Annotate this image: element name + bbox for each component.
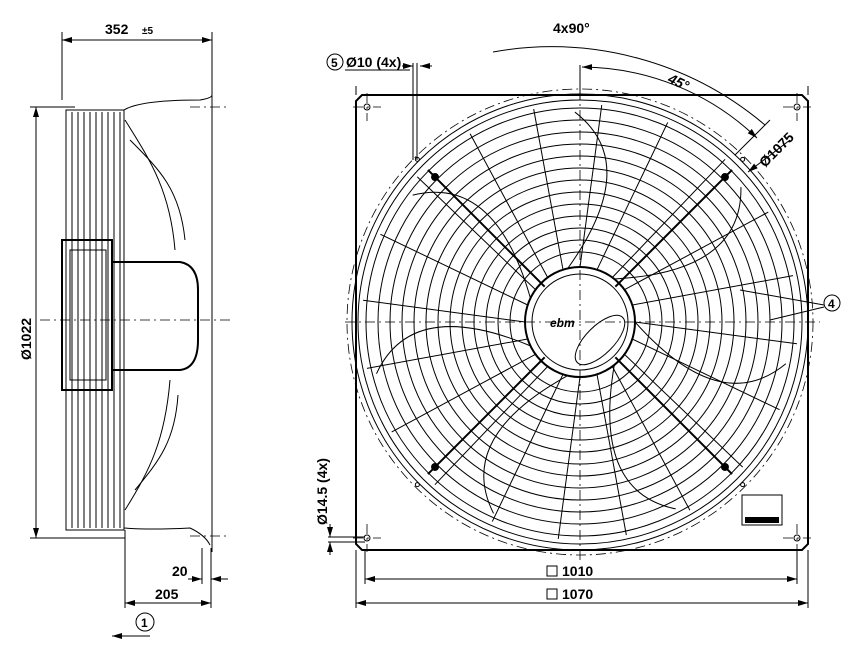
depth-tolerance: ±5: [142, 26, 153, 37]
guard-spoke: [391, 353, 536, 433]
mount-hole: [363, 103, 371, 111]
outer-square-label: 1070: [562, 586, 593, 602]
airflow-marker: 1: [141, 616, 148, 630]
inner-square-label: 1010: [562, 563, 593, 579]
guard-spoke: [611, 158, 726, 278]
guard-spoke: [366, 338, 528, 369]
impeller-blade: [609, 364, 676, 510]
bolt-hole: [414, 482, 420, 488]
guard-spoke: [596, 122, 669, 270]
guard-spoke: [380, 233, 528, 306]
guard-marker: 4: [828, 297, 835, 311]
guard-spoke: [596, 374, 627, 536]
guard-spoke: [491, 374, 564, 522]
depth-label: 352: [105, 21, 129, 37]
guard-spoke: [634, 321, 797, 345]
guard-strut: [427, 169, 546, 288]
bolt-hole: [740, 482, 746, 488]
guard-strut: [614, 356, 733, 475]
diameter-label: Ø1022: [18, 318, 34, 360]
impeller-blade: [376, 326, 531, 374]
guard-spoke: [579, 105, 603, 268]
impeller-blade: [412, 191, 531, 299]
mount-hole-label: Ø14.5 (4x): [314, 458, 330, 525]
guard-spoke: [557, 376, 581, 539]
guard-strut: [427, 356, 546, 475]
impeller-blade: [614, 187, 742, 280]
guard-spoke: [533, 108, 564, 270]
hole-label: Ø10 (4x): [346, 54, 401, 70]
offset-label: 20: [172, 563, 188, 579]
impeller-blade: [567, 111, 608, 269]
inlet-depth-label: 205: [155, 586, 179, 602]
guard-strut: [614, 169, 733, 288]
guard-spoke: [363, 299, 526, 323]
guard-spoke: [624, 211, 769, 291]
guard-bolt: [431, 462, 440, 471]
side-view: 352 ±5 Ø1022 20 205 1: [18, 21, 230, 639]
impeller-blade: [634, 321, 787, 384]
mount-hole: [793, 534, 801, 542]
mounting-plate: [355, 94, 809, 551]
guard-spoke: [611, 366, 691, 511]
hole-marker: 5: [331, 56, 338, 70]
guard-bolt: [720, 173, 729, 182]
logo-text: ebm: [550, 316, 575, 330]
angle-label: 4x90°: [553, 20, 590, 36]
bolt-circle-label: Ø1075: [756, 129, 797, 170]
guard-spoke: [416, 176, 536, 291]
rating-label-plate: [741, 494, 783, 526]
impeller-blade: [483, 375, 569, 514]
guard-spoke: [632, 275, 794, 306]
front-view: ebm 5 Ø10 (4x) 4x90° 45° Ø1075 4 Ø14.5 (…: [314, 20, 841, 608]
airflow-marker-circle: [135, 612, 155, 632]
mount-hole: [793, 103, 801, 111]
guard-bolt: [720, 462, 729, 471]
guard-spoke: [469, 133, 549, 278]
mount-hole: [363, 534, 371, 542]
guard-spoke: [434, 366, 549, 486]
guard-spoke: [632, 338, 780, 411]
guard-bolt: [431, 173, 440, 182]
guard-spoke: [624, 353, 744, 468]
bolt-hole: [740, 156, 746, 162]
